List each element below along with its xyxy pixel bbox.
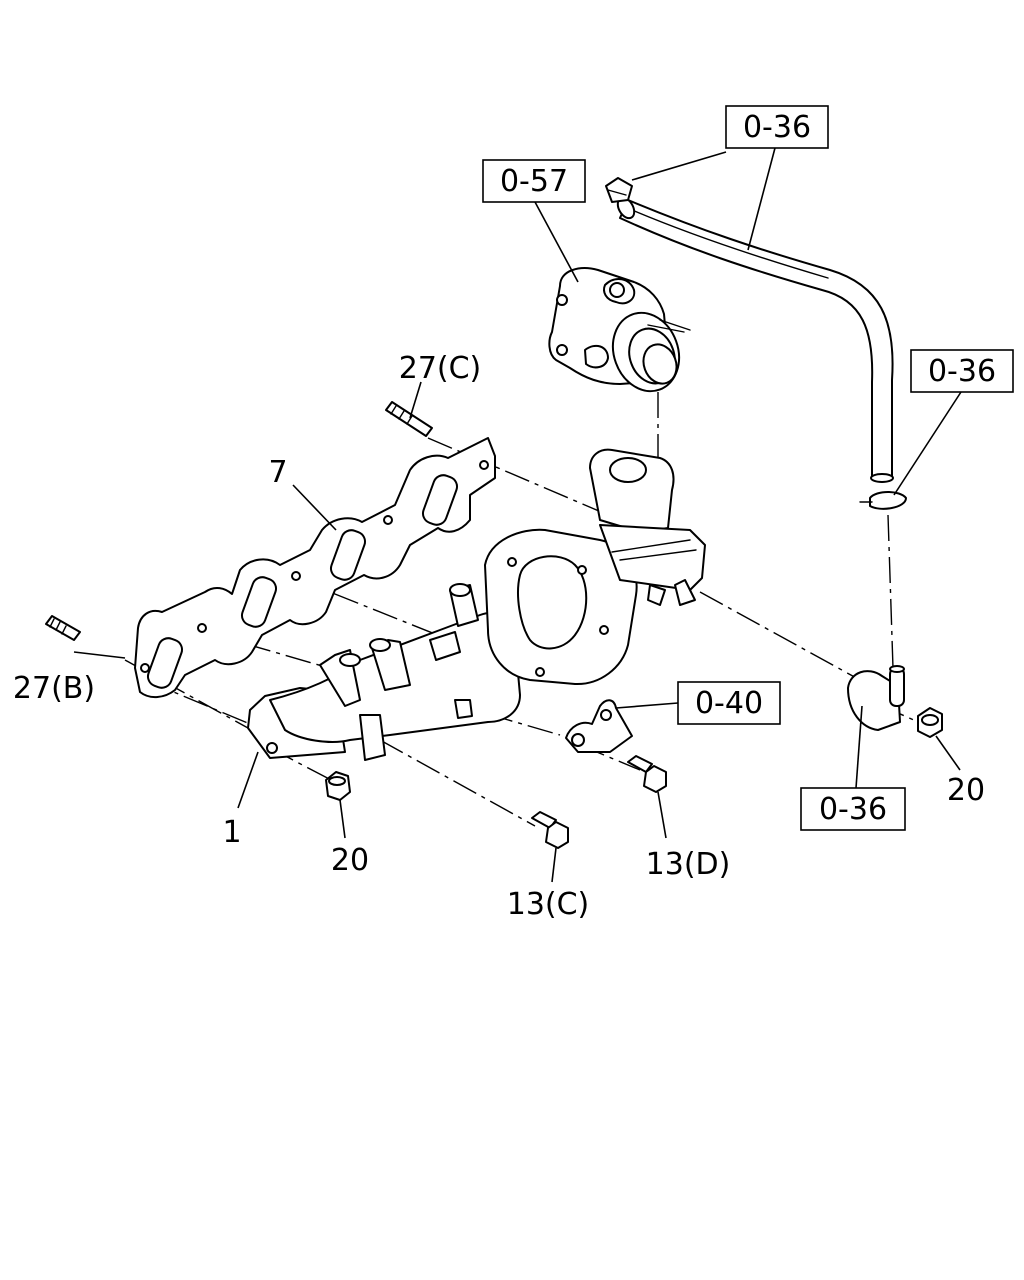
- part-label-13d: 13(D): [646, 847, 731, 882]
- stud-27c: [385, 401, 433, 437]
- ref-box-0-40: 0-40: [677, 681, 781, 725]
- stud-27b: [45, 615, 81, 641]
- ref-label-0-36-top: 0-36: [743, 110, 811, 145]
- nut-20-right: [917, 707, 943, 738]
- ref-box-0-36-bottom: 0-36: [800, 787, 906, 831]
- part-label-27c: 27(C): [399, 351, 482, 386]
- bolt-13d: [627, 755, 667, 793]
- hose-clamp-top: [605, 177, 633, 203]
- bracket-0-40: [565, 699, 633, 753]
- ref-label-0-36-right: 0-36: [928, 354, 996, 389]
- ref-box-0-36-top: 0-36: [725, 105, 829, 149]
- ref-box-0-57: 0-57: [482, 159, 586, 203]
- egr-valve: [548, 267, 691, 393]
- ref-label-0-57: 0-57: [500, 164, 568, 199]
- part-label-27b: 27(B): [13, 671, 95, 706]
- ref-label-0-40: 0-40: [695, 686, 763, 721]
- hose-fitting-0-36: [847, 665, 905, 731]
- manifold-gasket: [134, 437, 496, 698]
- bolt-13c: [531, 811, 569, 849]
- part-label-20-right: 20: [947, 773, 985, 808]
- ref-box-0-36-right: 0-36: [910, 349, 1014, 393]
- nut-20-left: [325, 771, 351, 801]
- part-label-7: 7: [268, 455, 287, 490]
- exhaust-manifold: [247, 448, 706, 761]
- part-label-1: 1: [222, 815, 241, 850]
- hose-clamp-right: [859, 491, 907, 510]
- leader-lines: [73, 147, 962, 883]
- part-label-20-left: 20: [331, 843, 369, 878]
- ref-label-0-36-bottom: 0-36: [819, 792, 887, 827]
- part-label-13c: 13(C): [507, 887, 590, 922]
